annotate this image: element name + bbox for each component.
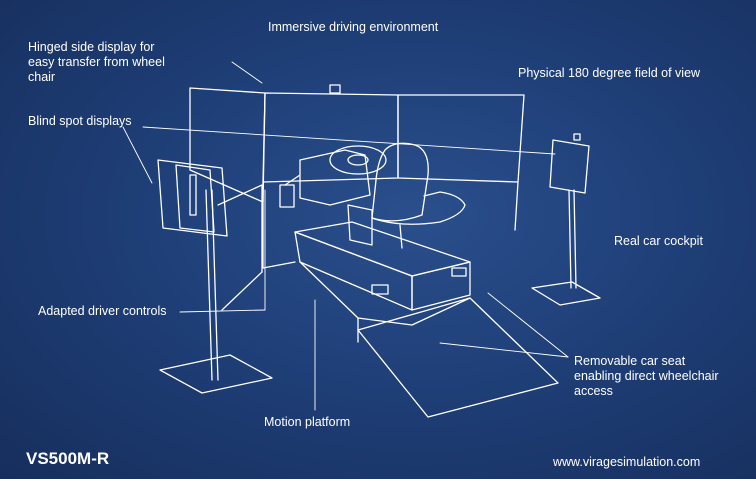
model-name: VS500M-R (26, 449, 110, 468)
label-field-of-view: Physical 180 degree field of view (518, 66, 701, 80)
left-floor-stand (159, 189, 273, 394)
callout-lines (122, 61, 569, 411)
website-url: www.viragesimulation.com (553, 455, 701, 469)
main-screens (262, 84, 525, 183)
left-blind-spot-display (157, 159, 228, 237)
car-seat (347, 142, 466, 249)
label-blind-spot-displays: Blind spot displays (28, 114, 132, 128)
label-real-car-cockpit: Real car cockpit (614, 234, 703, 248)
right-display-stand (531, 133, 601, 306)
motion-platform (294, 221, 471, 343)
dashboard (279, 145, 387, 208)
label-immersive-environment: Immersive driving environment (268, 20, 439, 34)
left-side-screen (189, 87, 266, 203)
label-removable-seat: Removable car seat enabling direct wheel… (574, 354, 719, 398)
label-hinged-side-display: Hinged side display for easy transfer fr… (28, 40, 165, 84)
wheelchair-ramp (357, 297, 559, 418)
label-adapted-driver-controls: Adapted driver controls (38, 304, 167, 318)
label-motion-platform: Motion platform (264, 415, 351, 429)
